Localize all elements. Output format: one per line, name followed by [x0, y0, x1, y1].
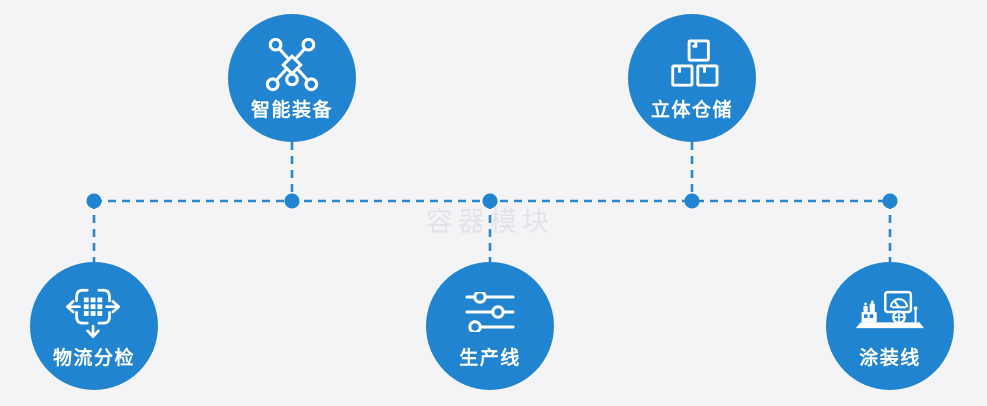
- junction-dot: [86, 193, 102, 209]
- node-label: 涂装线: [859, 348, 921, 369]
- node-smart-equipment: 智能装备: [228, 14, 356, 142]
- node-label: 智能装备: [250, 100, 333, 121]
- node-logistics-sorting: 物流分检: [30, 262, 158, 390]
- junction-dot: [284, 193, 300, 209]
- sliders-icon: [465, 284, 515, 340]
- sort-distribute-icon: [64, 284, 124, 340]
- node-production-line: 生产线: [426, 262, 554, 390]
- junction-dot: [482, 193, 498, 209]
- node-label: 立体仓储: [650, 100, 733, 121]
- junction-dot: [882, 193, 898, 209]
- workstation-icon: [854, 284, 926, 340]
- node-label: 生产线: [459, 348, 521, 369]
- node-stereo-warehouse: 立体仓储: [628, 14, 756, 142]
- junction-dot: [684, 193, 700, 209]
- node-label: 物流分检: [52, 348, 135, 369]
- node-painting-line: 涂装线: [826, 262, 954, 390]
- stacked-boxes-icon: [664, 36, 720, 92]
- watermark-text: 容器模块: [426, 207, 554, 237]
- network-nodes-icon: [262, 36, 322, 92]
